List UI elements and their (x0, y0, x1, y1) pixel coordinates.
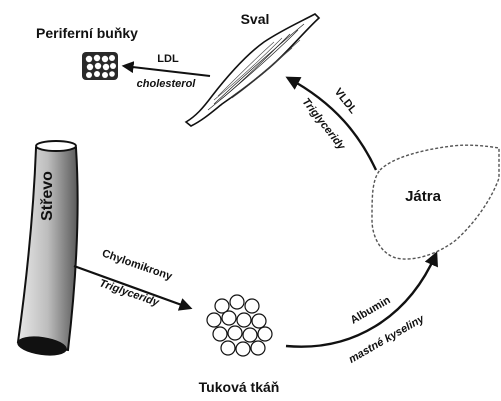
edge-label-cholesterol: cholesterol (137, 78, 197, 90)
node-label-periferni-bunky: Periferní buňky (36, 25, 138, 41)
muscle-icon (186, 14, 319, 126)
node-label-tukova-tkan: Tuková tkáň (199, 379, 280, 395)
peripheral-cells-icon (82, 52, 118, 80)
node-label-jatra: Játra (405, 188, 442, 205)
arrow-ldl (124, 66, 210, 76)
adipose-tissue-icon (207, 295, 272, 356)
node-label-strevo: Střevo (39, 171, 56, 221)
edge-label-chylomikrony: Chylomikrony (100, 248, 174, 284)
edge-label-albumin: Albumin (348, 294, 392, 327)
edge-label-ldl: LDL (157, 53, 179, 65)
node-label-sval: Sval (241, 11, 270, 27)
arrow-albumin (286, 254, 436, 347)
